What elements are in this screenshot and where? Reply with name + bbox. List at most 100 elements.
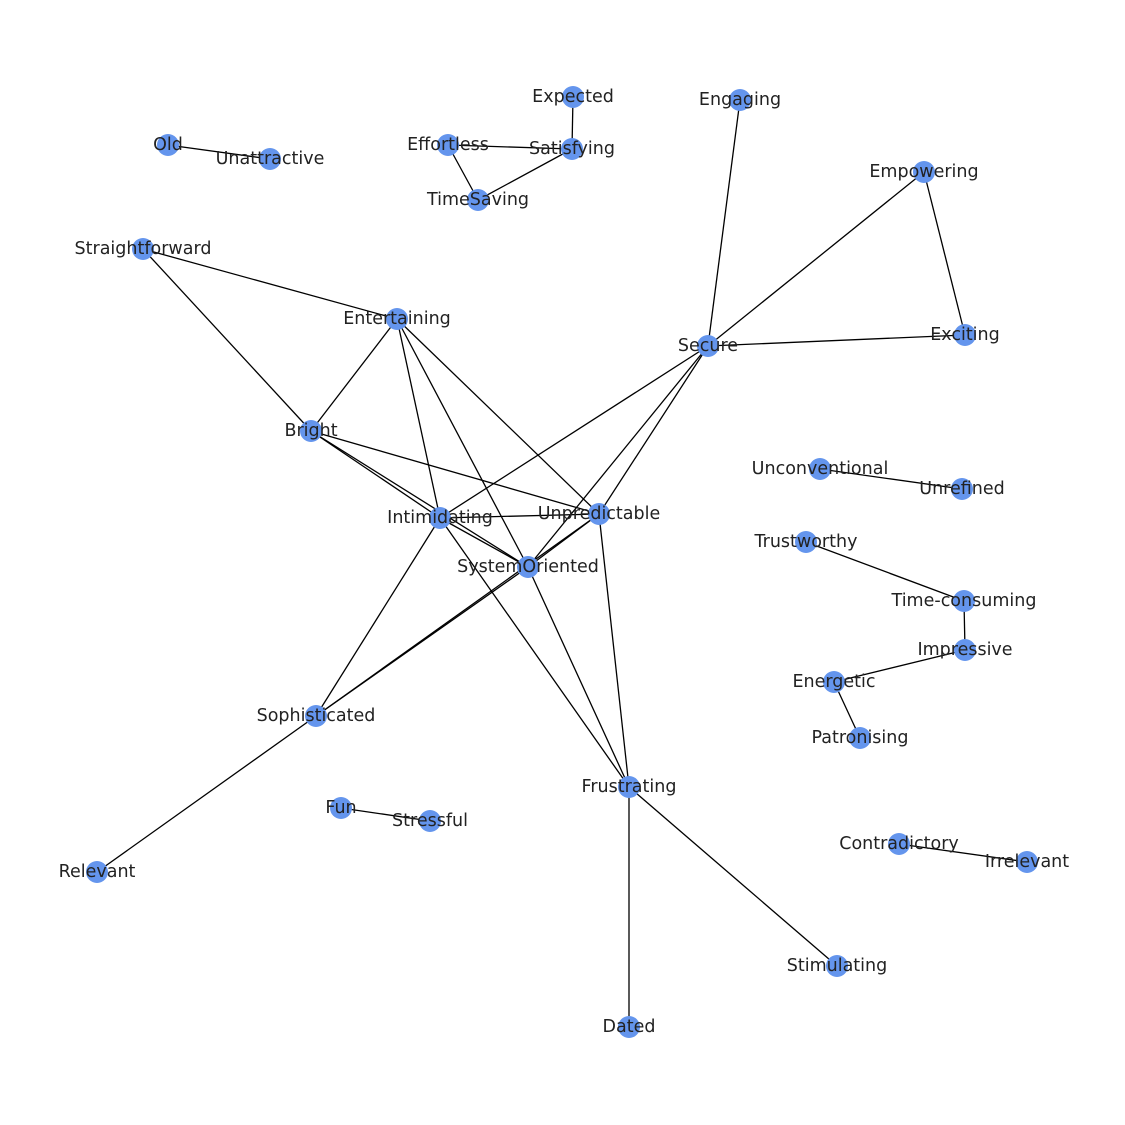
edge-trustworthy-time-consuming [805, 541, 965, 602]
node-effortless [437, 134, 459, 156]
edge-empowering-secure [707, 171, 925, 347]
edge-secure-exciting [707, 334, 966, 347]
edge-entertaining-unpredictable [396, 318, 600, 515]
edge-bright-unpredictable [310, 430, 600, 515]
node-contradictory [888, 833, 910, 855]
edge-intimidating-frustrating [439, 517, 630, 788]
node-fun [330, 797, 352, 819]
node-secure [697, 335, 719, 357]
node-unconventional [809, 458, 831, 480]
node-label-unattractive: Unattractive [216, 149, 325, 169]
edge-timesaving-satisfying [477, 148, 573, 201]
node-intimidating [429, 507, 451, 529]
node-label-unpredictable: Unpredictable [538, 504, 661, 524]
node-label-effortless: Effortless [407, 135, 489, 155]
node-stimulating [826, 955, 848, 977]
edge-intimidating-sophisticated [315, 517, 441, 717]
node-label-stimulating: Stimulating [787, 956, 887, 976]
edge-secure-systemoriented [527, 345, 709, 568]
edge-straightforward-entertaining [142, 248, 398, 320]
node-label-satisfying: Satisfying [529, 139, 615, 159]
node-label-frustrating: Frustrating [582, 777, 677, 797]
edge-secure-unpredictable [598, 345, 709, 515]
node-label-expected: Expected [532, 87, 614, 107]
node-label-systemoriented: SystemOriented [457, 557, 599, 577]
edge-fun-stressful [340, 807, 431, 822]
edge-frustrating-stimulating [628, 786, 838, 967]
node-impressive [954, 639, 976, 661]
node-dated [618, 1016, 640, 1038]
node-label-secure: Secure [678, 336, 738, 356]
node-label-old: Old [153, 135, 183, 155]
node-label-fun: Fun [325, 798, 356, 818]
node-label-trustworthy: Trustworthy [754, 532, 858, 552]
edge-bright-intimidating [310, 430, 441, 519]
node-exciting [954, 324, 976, 346]
node-engaging [729, 89, 751, 111]
node-systemoriented [517, 556, 539, 578]
node-unpredictable [588, 503, 610, 525]
node-time-consuming [953, 590, 975, 612]
edge-bright-systemoriented [310, 430, 529, 568]
edge-contradictory-irrelevant [898, 843, 1028, 863]
node-label-timesaving: TimeSaving [426, 190, 529, 210]
node-sophisticated [305, 705, 327, 727]
node-label-sophisticated: Sophisticated [257, 706, 376, 726]
edge-secure-intimidating [439, 345, 709, 519]
node-label-intimidating: Intimidating [387, 508, 493, 528]
node-straightforward [132, 238, 154, 260]
node-relevant [86, 861, 108, 883]
edge-impressive-energetic [833, 649, 966, 683]
nodes-layer [86, 86, 1038, 1038]
node-empowering [913, 161, 935, 183]
edge-engaging-secure [707, 99, 741, 347]
node-entertaining [386, 308, 408, 330]
edge-sophisticated-relevant [96, 715, 317, 873]
edge-empowering-exciting [923, 171, 966, 336]
node-patronising [849, 727, 871, 749]
node-unrefined [951, 478, 973, 500]
node-stressful [419, 810, 441, 832]
edges-layer [96, 96, 1028, 1027]
node-label-exciting: Exciting [930, 325, 1000, 345]
edge-straightforward-bright [142, 248, 312, 432]
node-bright [300, 420, 322, 442]
node-label-energetic: Energetic [792, 672, 875, 692]
node-label-patronising: Patronising [811, 728, 908, 748]
node-label-unconventional: Unconventional [752, 459, 889, 479]
node-energetic [823, 671, 845, 693]
node-old [157, 134, 179, 156]
node-timesaving [467, 189, 489, 211]
node-label-bright: Bright [284, 421, 337, 441]
edge-systemoriented-sophisticated [315, 566, 529, 717]
node-label-irrelevant: Irrelevant [985, 852, 1069, 872]
edge-entertaining-bright [310, 318, 398, 432]
node-label-time-consuming: Time-consuming [891, 591, 1037, 611]
node-expected [562, 86, 584, 108]
node-label-empowering: Empowering [869, 162, 978, 182]
edge-unconventional-unrefined [819, 468, 963, 490]
edge-systemoriented-frustrating [527, 566, 630, 788]
node-frustrating [618, 776, 640, 798]
node-label-entertaining: Entertaining [343, 309, 451, 329]
edge-old-unattractive [167, 144, 271, 160]
node-label-dated: Dated [603, 1017, 656, 1037]
edge-entertaining-intimidating [396, 318, 441, 519]
node-satisfying [561, 138, 583, 160]
node-label-impressive: Impressive [917, 640, 1012, 660]
node-label-relevant: Relevant [59, 862, 136, 882]
node-irrelevant [1016, 851, 1038, 873]
node-label-straightforward: Straightforward [75, 239, 212, 259]
edge-effortless-satisfying [447, 144, 573, 150]
edge-intimidating-systemoriented [439, 517, 529, 568]
node-label-stressful: Stressful [392, 811, 468, 831]
node-label-unrefined: Unrefined [919, 479, 1004, 499]
node-label-contradictory: Contradictory [839, 834, 959, 854]
edge-unpredictable-frustrating [598, 513, 630, 788]
edge-entertaining-systemoriented [396, 318, 529, 568]
node-trustworthy [795, 531, 817, 553]
node-label-engaging: Engaging [699, 90, 781, 110]
node-unattractive [259, 148, 281, 170]
